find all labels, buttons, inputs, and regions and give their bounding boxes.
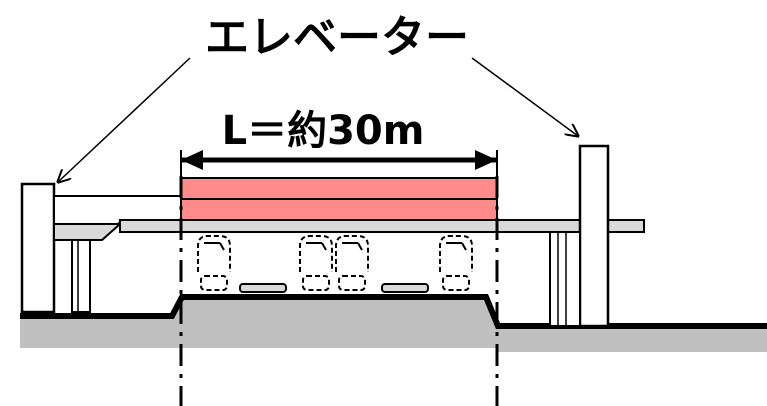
right-elevator-leader	[471, 57, 578, 136]
train-car-4	[439, 235, 473, 291]
train-car-3	[335, 235, 369, 291]
train-car-2	[299, 235, 333, 291]
platform-right	[381, 283, 429, 293]
length-label: L＝約30m	[222, 108, 425, 154]
left-pier	[71, 239, 91, 313]
right-elevator-tower	[578, 144, 610, 328]
train-car-1	[197, 235, 231, 291]
main-deck	[119, 219, 645, 233]
ground-surface-line	[20, 294, 767, 329]
left-elevator-leader	[58, 57, 191, 182]
length-dimension-line	[180, 150, 498, 176]
left-elevator-tower	[20, 182, 56, 314]
ground	[20, 297, 767, 352]
platform-left	[239, 283, 287, 293]
elevator-label: エレベーター	[205, 12, 469, 63]
right-pier	[549, 231, 581, 327]
